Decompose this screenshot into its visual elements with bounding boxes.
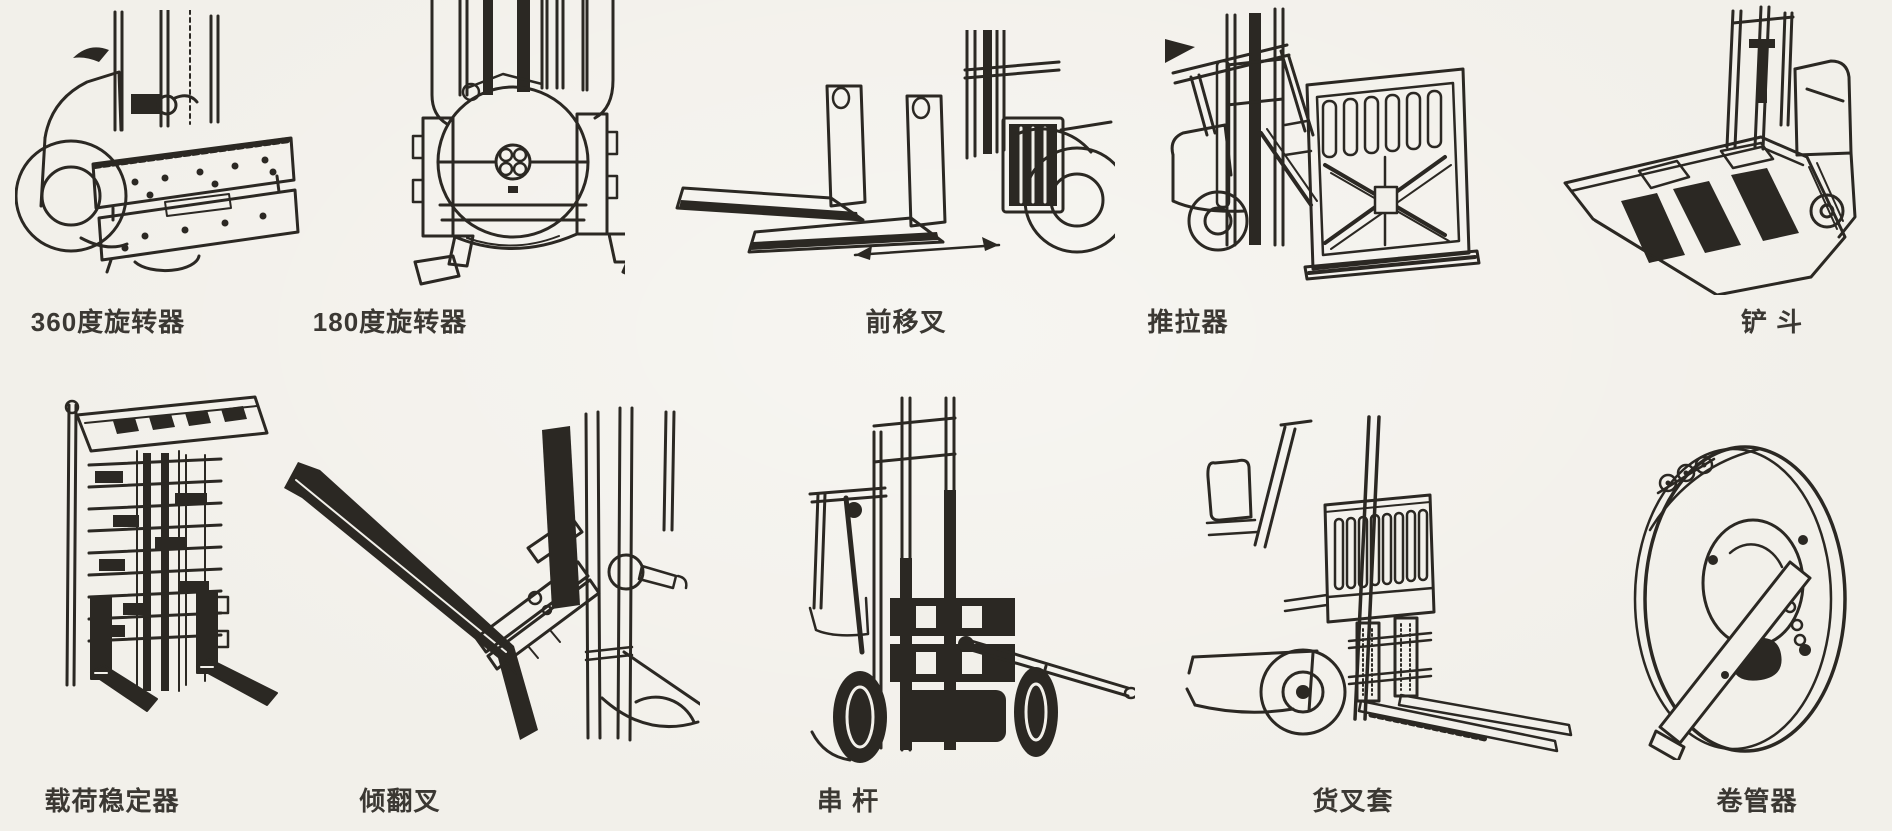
rotator-360-illustration bbox=[15, 10, 300, 274]
label-rotator-180: 180度旋转器 bbox=[312, 307, 468, 337]
label-reach-fork: 前移叉 bbox=[865, 307, 947, 337]
figure-tilting-fork bbox=[280, 400, 700, 745]
figure-rotator-180 bbox=[395, 0, 625, 292]
figure-reach-fork bbox=[665, 30, 1115, 280]
figure-push-puller bbox=[1165, 5, 1495, 283]
figure-load-stabilizer bbox=[55, 385, 295, 745]
label-fork-sleeve: 货叉套 bbox=[1312, 786, 1394, 816]
figure-rotator-360 bbox=[15, 10, 315, 290]
label-load-stabilizer: 载荷稳定器 bbox=[44, 786, 180, 816]
figure-fork-sleeve bbox=[1185, 405, 1575, 760]
figure-hose-reel bbox=[1630, 435, 1860, 760]
load-stabilizer-illustration bbox=[64, 395, 278, 712]
rotator-180-illustration bbox=[411, 0, 625, 286]
label-rotator-360: 360度旋转器 bbox=[30, 307, 186, 337]
reach-fork-illustration bbox=[675, 30, 1115, 260]
ram-pole-illustration bbox=[808, 396, 1135, 763]
hose-reel-illustration bbox=[1633, 445, 1847, 760]
label-ram-pole: 串 杆 bbox=[816, 786, 880, 816]
push-puller-illustration bbox=[1165, 7, 1481, 281]
figure-bucket bbox=[1555, 5, 1890, 295]
fork-sleeve-illustration bbox=[1185, 415, 1573, 753]
figure-ram-pole bbox=[790, 390, 1135, 765]
label-bucket: 铲 斗 bbox=[1740, 307, 1804, 337]
tilting-fork-illustration bbox=[284, 406, 700, 742]
label-hose-reel: 卷管器 bbox=[1716, 786, 1798, 816]
label-tilting-fork: 倾翻叉 bbox=[359, 786, 441, 816]
bucket-illustration bbox=[1563, 5, 1857, 295]
label-push-puller: 推拉器 bbox=[1147, 307, 1229, 337]
